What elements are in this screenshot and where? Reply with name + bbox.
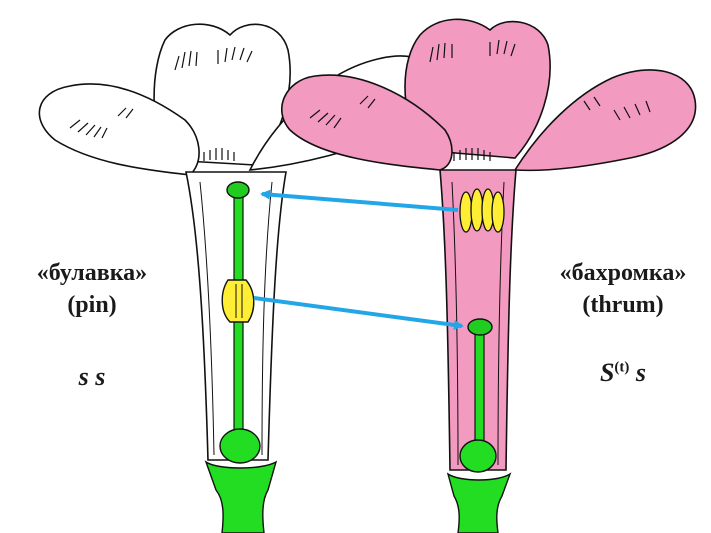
pin-genotype: s s xyxy=(22,362,162,392)
pin-ovary xyxy=(220,429,260,463)
pin-anthers xyxy=(222,280,254,322)
thrum-morph-name: «бахромка» xyxy=(548,258,698,288)
pin-stigma xyxy=(227,182,249,198)
pin-morph-english: (pin) xyxy=(22,290,162,320)
thrum-genotype: S(t) s xyxy=(548,358,698,388)
pin-morph-name: «булавка» xyxy=(22,258,162,288)
thrum-pedicel xyxy=(448,474,510,533)
thrum-style xyxy=(475,332,484,444)
pin-pedicel xyxy=(206,462,276,533)
thrum-stigma xyxy=(468,319,492,335)
thrum-genotype-rest: s xyxy=(629,358,646,387)
thrum-morph-english: (thrum) xyxy=(548,290,698,320)
thrum-genotype-base: S xyxy=(600,358,614,387)
arrow-pin-anthers-to-thrum-stigma xyxy=(254,298,462,326)
arrow-thrum-anthers-to-pin-stigma xyxy=(262,194,458,210)
thrum-ovary xyxy=(460,440,496,472)
thrum-genotype-superscript: (t) xyxy=(614,359,629,375)
